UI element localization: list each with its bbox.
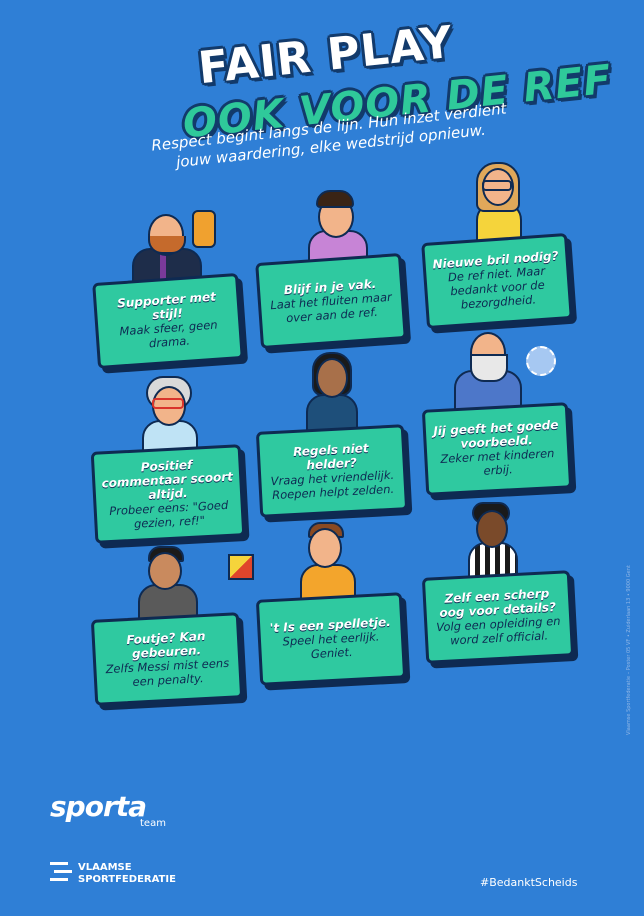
card-positief-commentaar: Positief commentaar scoort altijd. Probe…	[90, 444, 246, 544]
card-blijf-in-vak: Blijf in je vak. Laat het fluiten maar o…	[255, 253, 407, 349]
linesman-illustration	[136, 546, 256, 626]
print-credit: Vlaamse Sportfederatie – Poster 05 VF • …	[626, 565, 632, 735]
card-foutje: Foutje? Kan gebeuren. Zelfs Messi mist e…	[90, 612, 244, 706]
referee-striped-illustration	[464, 502, 524, 584]
orange-shirt-illustration	[296, 520, 360, 608]
sporta-logo: sporta	[50, 790, 147, 823]
card-regels: Regels niet helder? Vraag het vriendelij…	[255, 424, 409, 518]
card-supporter: Supporter met stijl! Maak sfeer, geen dr…	[92, 273, 244, 369]
referee-woman-illustration	[302, 350, 366, 438]
federation-name: VLAAMSE SPORTFEDERATIE	[78, 862, 176, 885]
glasses-woman-illustration	[470, 160, 530, 244]
supporter-illustration	[130, 208, 220, 292]
old-man-illustration	[448, 330, 558, 414]
whistler-illustration	[300, 186, 390, 270]
card-nieuwe-bril: Nieuwe bril nodig? De ref niet. Maar bed…	[421, 233, 573, 329]
federation-icon	[50, 862, 72, 881]
card-spelletje: 't Is een spelletje. Speel het eerlijk. …	[255, 592, 407, 686]
card-scherp-oog: Zelf een scherp oog voor details? Volg e…	[421, 570, 575, 664]
hashtag: #BedanktScheids	[480, 876, 578, 889]
sporta-logo-sub: team	[140, 818, 166, 829]
commentator-illustration	[138, 372, 208, 460]
card-goede-voorbeeld: Jij geeft het goede voorbeeld. Zeker met…	[421, 402, 573, 496]
